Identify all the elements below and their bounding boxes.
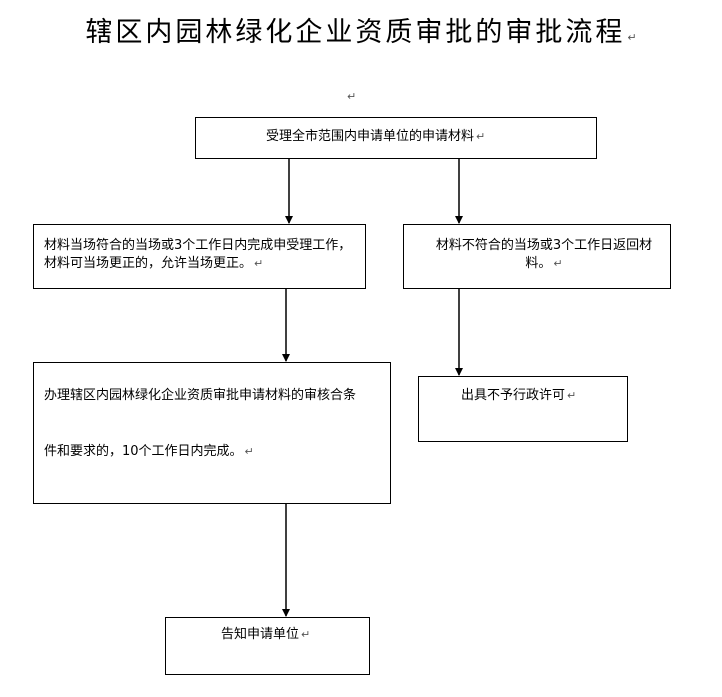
receive-materials-box: 受理全市范围内申请单位的申请材料↵ <box>195 117 597 159</box>
review-application-box: 办理辖区内园林绿化企业资质审批申请材料的审核合条 件和要求的，10个工作日内完成… <box>33 362 391 504</box>
return-materials-text: 材料不符合的当场或3个工作日返回材料。 <box>435 238 653 271</box>
paragraph-mark: ↵ <box>567 389 577 402</box>
review-text-line2: 件和要求的，10个工作日内完成。 <box>44 444 243 459</box>
accept-materials-text: 材料当场符合的当场或3个工作日内完成申受理工作，材料可当场更正的，允许当场更正。 <box>44 238 352 271</box>
paragraph-mark: ↵ <box>301 628 311 641</box>
paragraph-mark: ↵ <box>347 90 357 103</box>
title-text: 辖区内园林绿化企业资质审批的审批流程 <box>85 17 626 48</box>
paragraph-mark: ↵ <box>553 257 563 270</box>
notify-applicant-box: 告知申请单位↵ <box>165 617 370 675</box>
accept-materials-box: 材料当场符合的当场或3个工作日内完成申受理工作，材料可当场更正的，允许当场更正。… <box>33 224 366 289</box>
paragraph-mark: ↵ <box>476 130 486 143</box>
paragraph-mark: ↵ <box>254 257 264 270</box>
receive-materials-text: 受理全市范围内申请单位的申请材料 <box>266 129 475 144</box>
deny-permit-box: 出具不予行政许可↵ <box>418 376 628 442</box>
paragraph-mark: ↵ <box>244 445 254 458</box>
deny-permit-text: 出具不予行政许可 <box>461 388 566 403</box>
review-text-line1: 办理辖区内园林绿化企业资质审批申请材料的审核合条 <box>44 388 357 403</box>
notify-applicant-text: 告知申请单位 <box>221 627 300 642</box>
page-title: 辖区内园林绿化企业资质审批的审批流程↵ <box>0 10 722 49</box>
return-materials-box: 材料不符合的当场或3个工作日返回材料。↵ <box>403 224 671 289</box>
paragraph-mark: ↵ <box>627 31 637 44</box>
